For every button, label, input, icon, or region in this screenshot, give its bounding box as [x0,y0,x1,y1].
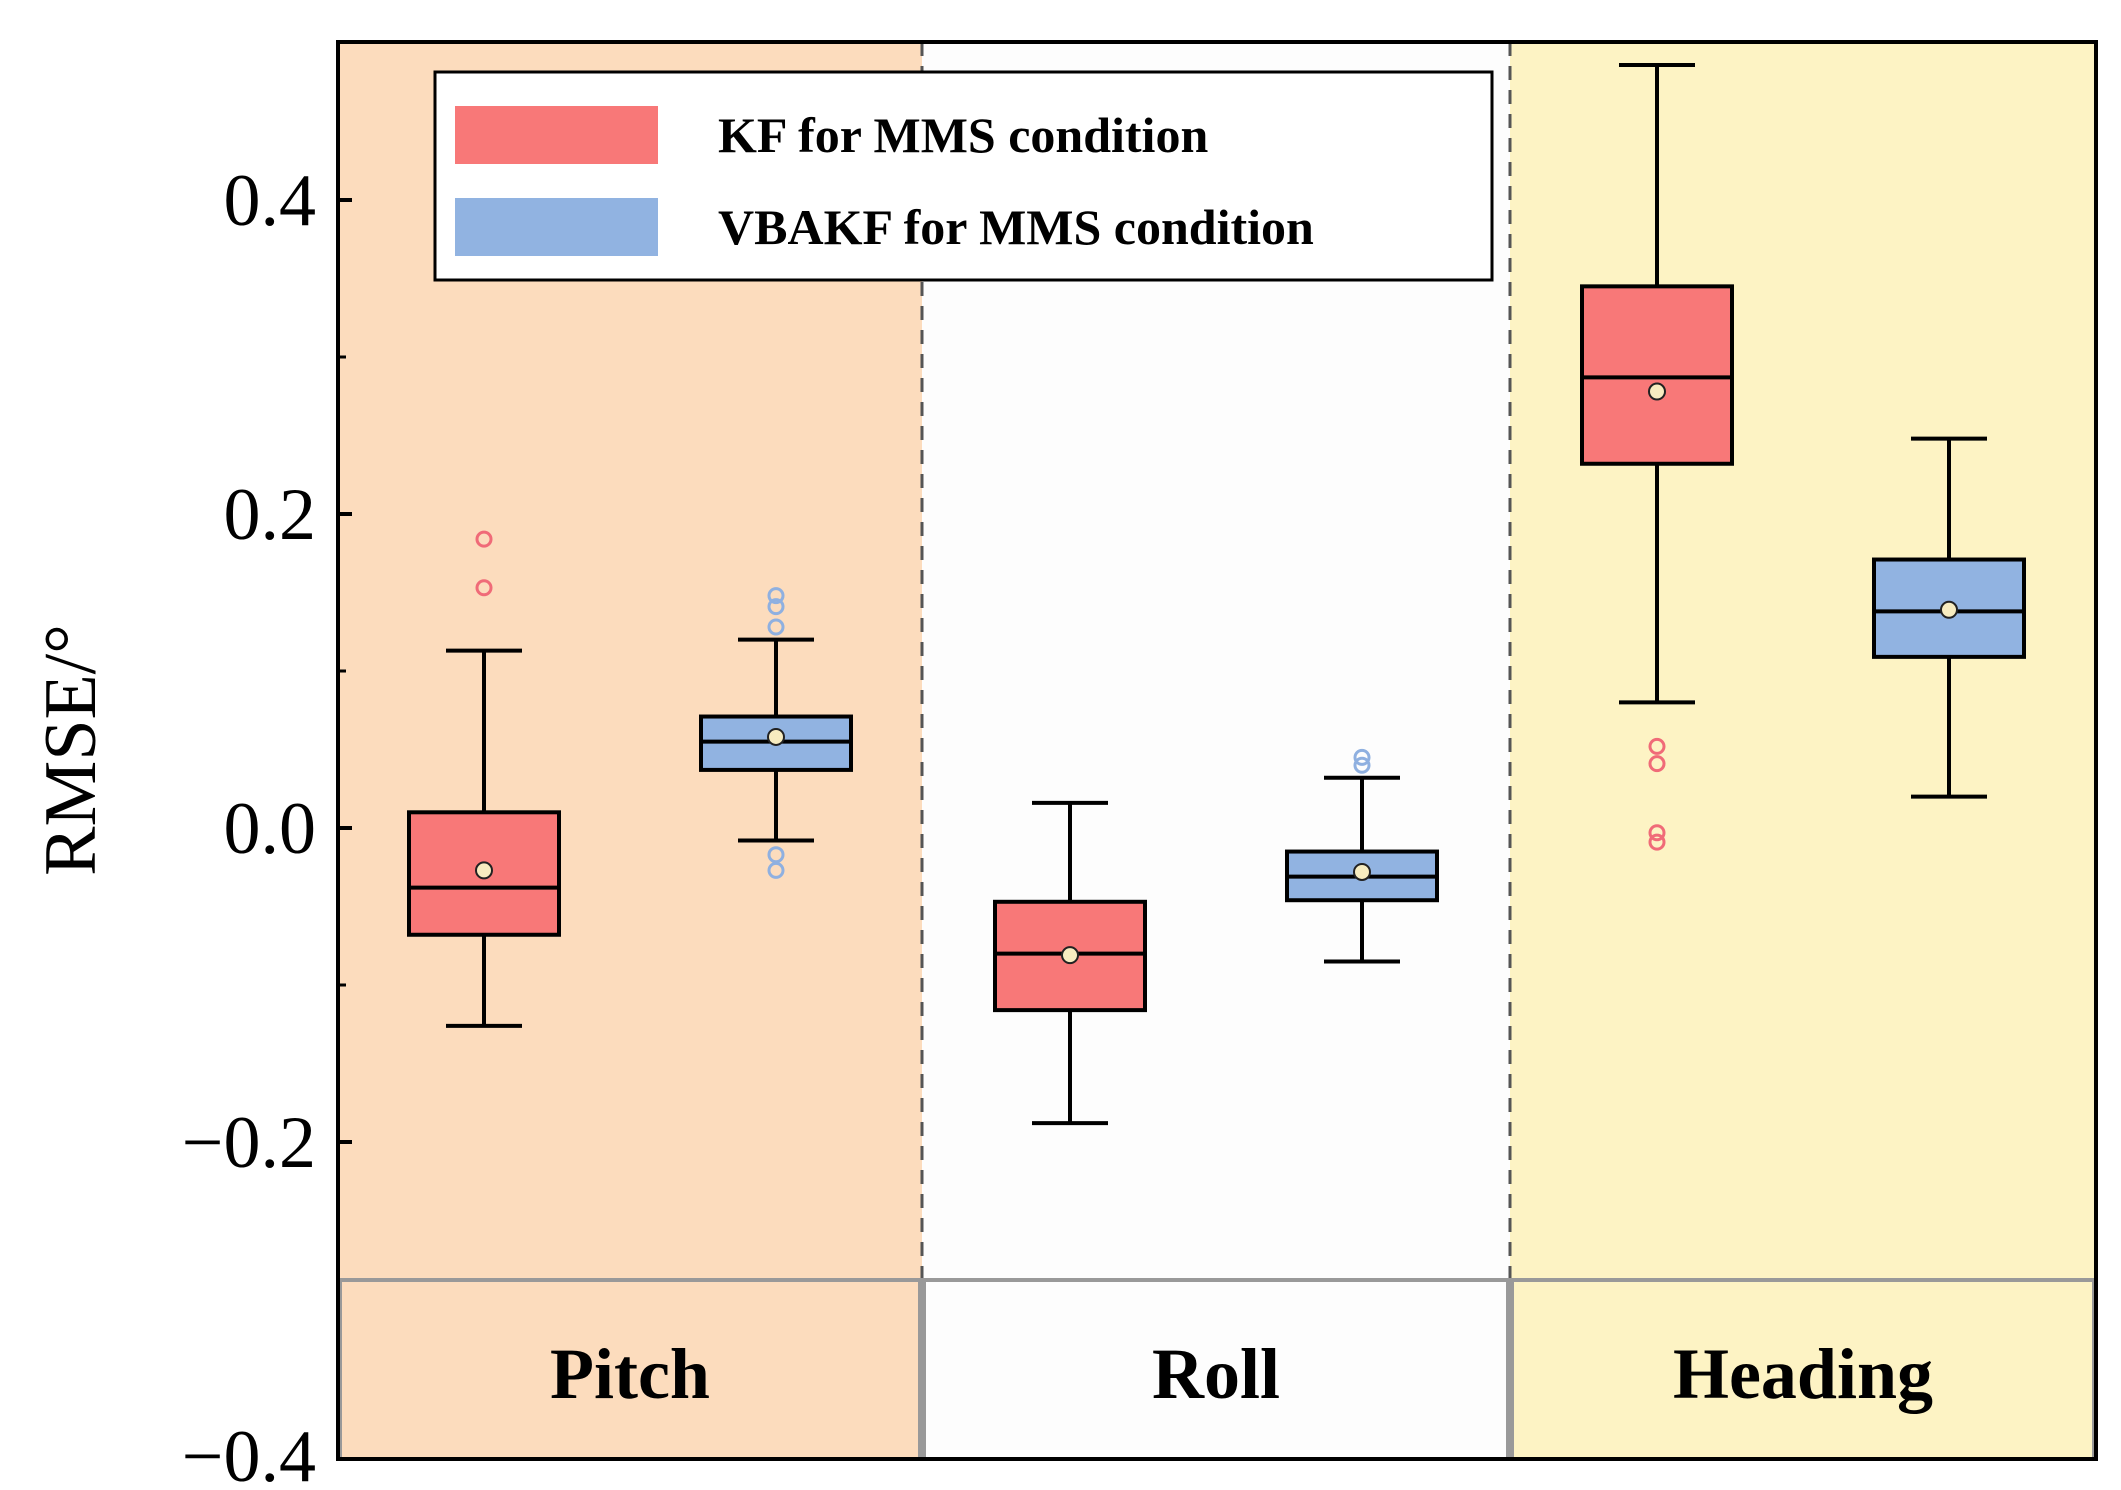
mean-marker-kf-heading [1648,382,1666,401]
outlier-point-kf-heading-1 [1648,755,1666,773]
category-background-heading [1510,42,2096,1280]
y-tick-label-2: 0.0 [224,788,317,870]
y-tick-label-1: 0.2 [224,474,317,556]
legend-swatch-vbakf [455,198,658,256]
mean-marker-vbakf-heading [1940,600,1958,619]
outlier-point-vbakf-roll-1 [1353,756,1371,774]
category-cell-roll [922,1278,1510,1461]
box-kf-heading [1580,284,1734,466]
y-axis: 0.4 0.2 0.0 −0.2 −0.4 [182,160,352,1490]
mean-marker-kf-roll [1061,946,1079,965]
category-label-roll: Roll [1152,1334,1280,1414]
outlier-point-kf-pitch-1 [475,579,493,597]
outlier-point-vbakf-pitch-0 [767,587,785,605]
category-label-pitch: Pitch [550,1334,710,1414]
plot-frame [336,40,2098,1461]
outlier-point-kf-heading-0 [1648,737,1666,755]
category-label-band: Pitch Roll Heading [338,1278,2096,1461]
legend-label-kf: KF for MMS condition [718,107,1208,163]
category-label-heading: Heading [1673,1334,1933,1414]
outlier-point-vbakf-pitch-1 [767,598,785,616]
legend-swatch-kf [455,106,658,164]
y-axis-title: RMSE/° [30,624,112,876]
legend-label-vbakf: VBAKF for MMS condition [718,199,1314,255]
mean-marker-vbakf-roll [1353,862,1371,881]
mean-marker-vbakf-pitch [767,727,785,746]
outlier-point-vbakf-pitch-3 [767,846,785,864]
box-plots [407,62,2026,1126]
y-tick-label-3: −0.2 [182,1102,316,1184]
y-tick-label-0: 0.4 [224,160,317,242]
outlier-point-kf-pitch-0 [475,530,493,548]
y-tick-label-4: −0.4 [182,1416,316,1490]
outlier-point-vbakf-pitch-2 [767,618,785,636]
outlier-point-vbakf-pitch-4 [767,861,785,879]
category-cell-heading [1510,1278,2096,1461]
mean-marker-kf-pitch [475,861,493,880]
outlier-point-vbakf-roll-0 [1353,748,1371,766]
outlier-point-kf-heading-3 [1648,833,1666,851]
outlier-point-kf-heading-2 [1648,824,1666,842]
